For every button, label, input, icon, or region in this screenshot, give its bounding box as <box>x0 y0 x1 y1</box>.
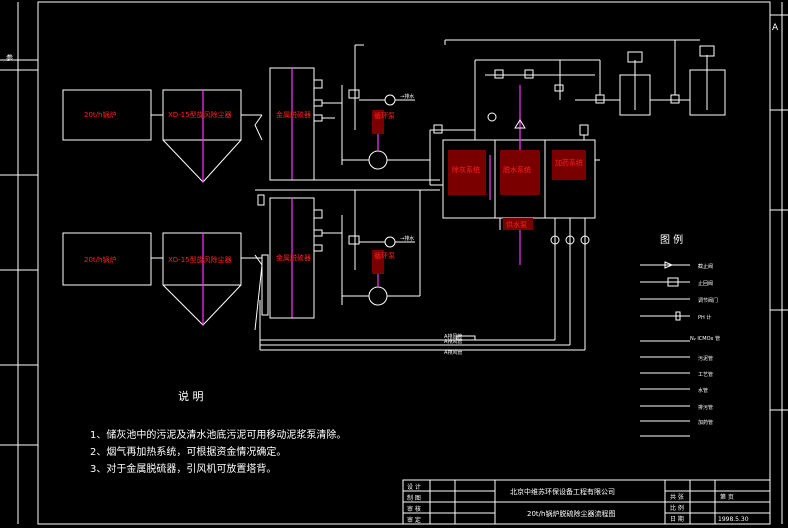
pipe-label-2: A排风管 <box>444 338 462 345</box>
legend-item-6: 工艺管 <box>698 371 713 378</box>
boiler-2-label: 20t/h锅炉 <box>84 255 116 264</box>
notes-title: 说 明 <box>178 389 204 403</box>
legend-item-0: 截止阀 <box>698 263 713 270</box>
pump-1-label: 循环泵 <box>374 111 395 120</box>
pump-2 <box>368 286 388 306</box>
sub-label: 供水泵 <box>506 220 527 229</box>
box2-label: 脱水系统 <box>503 165 531 174</box>
tb-r2: 比 例 <box>670 504 684 512</box>
border-letter-right: A <box>772 23 779 33</box>
legend-item-9: 加药管 <box>698 419 713 426</box>
legend-item-2: 调节阀门 <box>698 297 718 304</box>
note-line-2: 2、烟气再加热系统，可根据资金情况确定。 <box>90 445 286 458</box>
title-block <box>402 479 771 525</box>
border-letter-left: 参 <box>6 53 13 62</box>
tb-r1b: 第 页 <box>720 493 734 501</box>
tb-date: 1998.5.30 <box>718 516 749 523</box>
collector-2-label: XD-15型旋风除尘器 <box>168 255 232 264</box>
svg-text:→排水: →排水 <box>400 235 414 242</box>
pump-2-label: 循环泵 <box>374 251 395 260</box>
legend-title: 图 例 <box>660 233 683 246</box>
drawing-title: 20t/h锅炉脱硫除尘器流程图 <box>527 509 615 518</box>
pipe-label-1: A排风管 <box>444 333 462 340</box>
legend-item-5: 污泥管 <box>698 355 713 362</box>
legend-item-3: PH 计 <box>698 314 711 321</box>
role-review: 审 核 <box>407 505 421 513</box>
desulfurizer-1-label: 金属脱硫器 <box>276 110 311 119</box>
role-design: 设 计 <box>407 483 421 491</box>
box3-label: 加药系统 <box>555 158 583 167</box>
boiler-2 <box>62 232 152 286</box>
note-line-1: 1、储灰池中的污泥及清水池底污泥可用移动泥浆泵清除。 <box>90 428 346 441</box>
role-approve: 审 定 <box>407 516 421 524</box>
pipe-label-3: A排风管 <box>444 349 462 356</box>
tb-r3: 日 期 <box>670 515 684 523</box>
legend-item-1: 止回阀 <box>698 280 713 287</box>
legend-symbols <box>640 261 690 437</box>
legend-item-8: 排污管 <box>698 404 713 411</box>
tb-r1: 共 张 <box>670 493 684 501</box>
boiler-1-label: 20t/h锅炉 <box>84 110 116 119</box>
company-name: 北京中维苏环保设备工程有限公司 <box>510 487 615 496</box>
desulfurizer-2-label: 金属脱硫器 <box>276 253 311 262</box>
note-line-3: 3、对于金属脱硫器，引风机可放置塔背。 <box>90 462 276 475</box>
drawing-frame <box>37 1 771 525</box>
pump-1 <box>368 150 388 170</box>
svg-text:→排水: →排水 <box>400 93 414 100</box>
legend-item-7: 水管 <box>698 387 708 394</box>
box1-label: 除灰系统 <box>452 165 480 174</box>
collector-1-label: XD-15型旋风除尘器 <box>168 110 232 119</box>
legend-item-4: N₂ ICMOx 管 <box>690 335 720 342</box>
collector-2 <box>162 232 242 286</box>
role-draw: 制 图 <box>407 494 421 502</box>
